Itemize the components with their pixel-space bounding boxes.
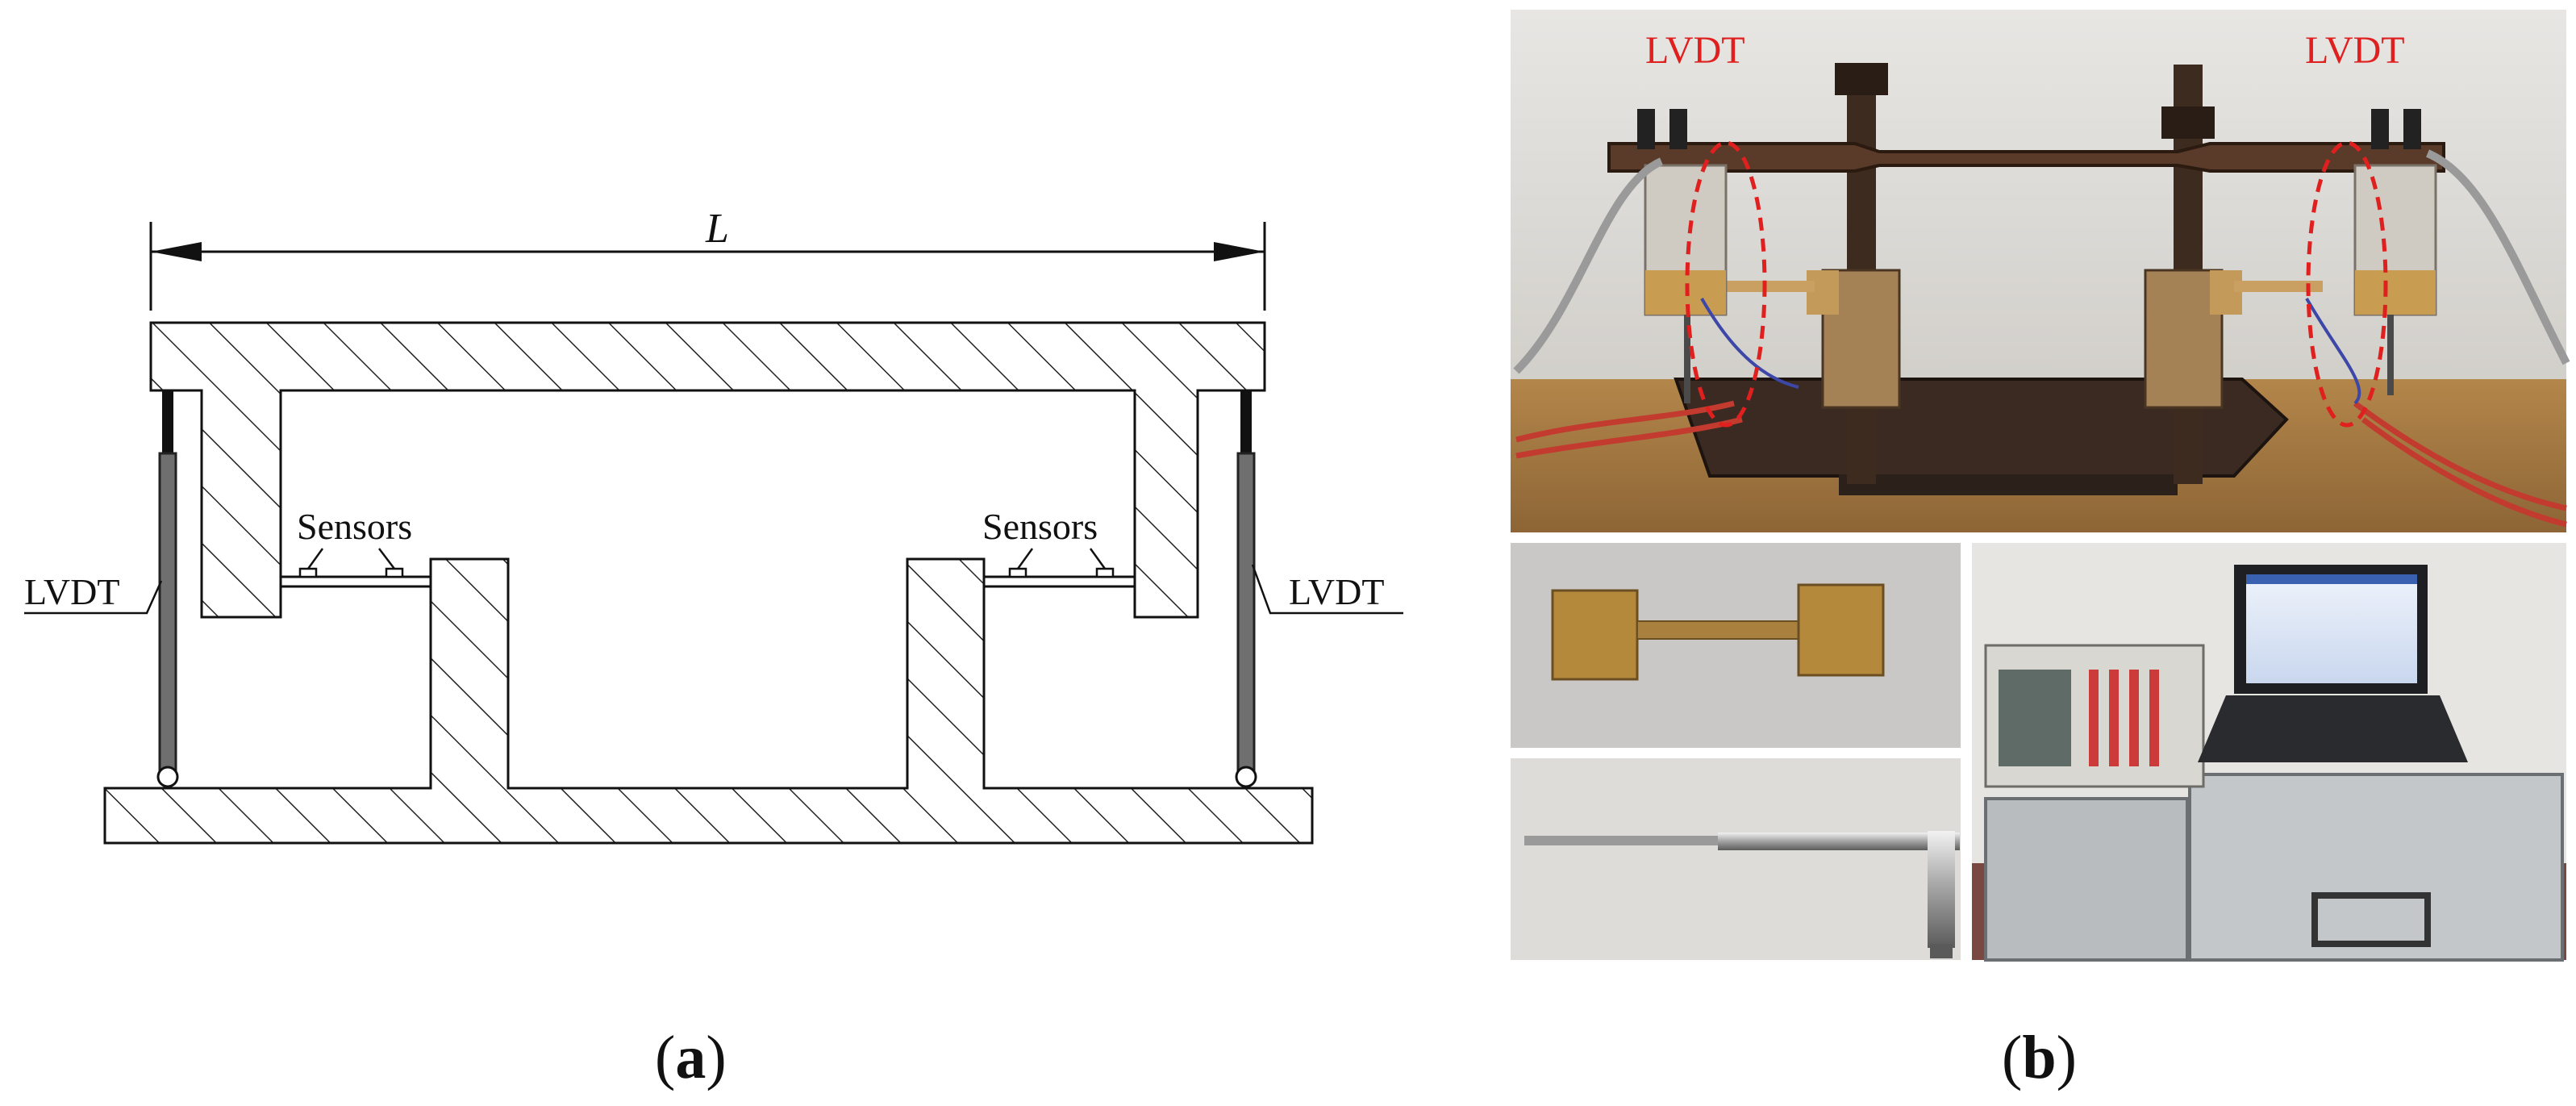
highlight-ellipse-right [2306,140,2388,428]
schematic-panel-a: L Sensors Sensors LVDT [24,206,1403,845]
lvdt-left [24,390,179,788]
caption-b: (b) [2002,1023,2077,1093]
specimen-left [279,548,432,588]
photo-panel-b: LVDT LVDT [1511,10,2570,962]
cable [2425,149,2570,365]
bottom-base [103,557,1314,845]
photo-specimen [1511,543,1961,748]
dimension-label: L [705,206,729,252]
caption-b-close: ) [2056,1024,2077,1091]
caption-a-open: ( [655,1024,676,1091]
photo-lvdt-probe [1511,758,1961,960]
sensor-gauge [298,567,318,578]
photo-lvdt-label-left: LVDT [1645,29,1745,72]
cable [1513,157,1664,374]
lvdt-label-left: LVDT [24,571,119,612]
sensor-gauge [1095,567,1115,578]
caption-b-open: ( [2002,1024,2023,1091]
caption-a-close: ) [706,1024,727,1091]
caption-b-letter: b [2022,1024,2057,1091]
top-frame [149,321,1266,619]
cable [2361,417,2567,528]
lvdt-right [1235,390,1403,788]
photo-data-acquisition [1972,543,2566,962]
sensor-gauge [385,567,404,578]
specimen-right [982,548,1136,588]
caption-a-letter: a [675,1024,707,1091]
sensors-label-right: Sensors [982,506,1098,547]
dimension-line [149,222,1266,311]
lvdt-label-right: LVDT [1289,571,1384,612]
highlight-ellipse-left [1685,140,1767,428]
cable [2353,401,2567,511]
caption-a: (a) [655,1023,727,1093]
cable [1515,416,1743,459]
sensor-gauge [1008,567,1027,578]
sensors-label-left: Sensors [297,506,412,547]
photo-test-rig [1511,10,2570,532]
photo-lvdt-label-right: LVDT [2305,29,2405,72]
